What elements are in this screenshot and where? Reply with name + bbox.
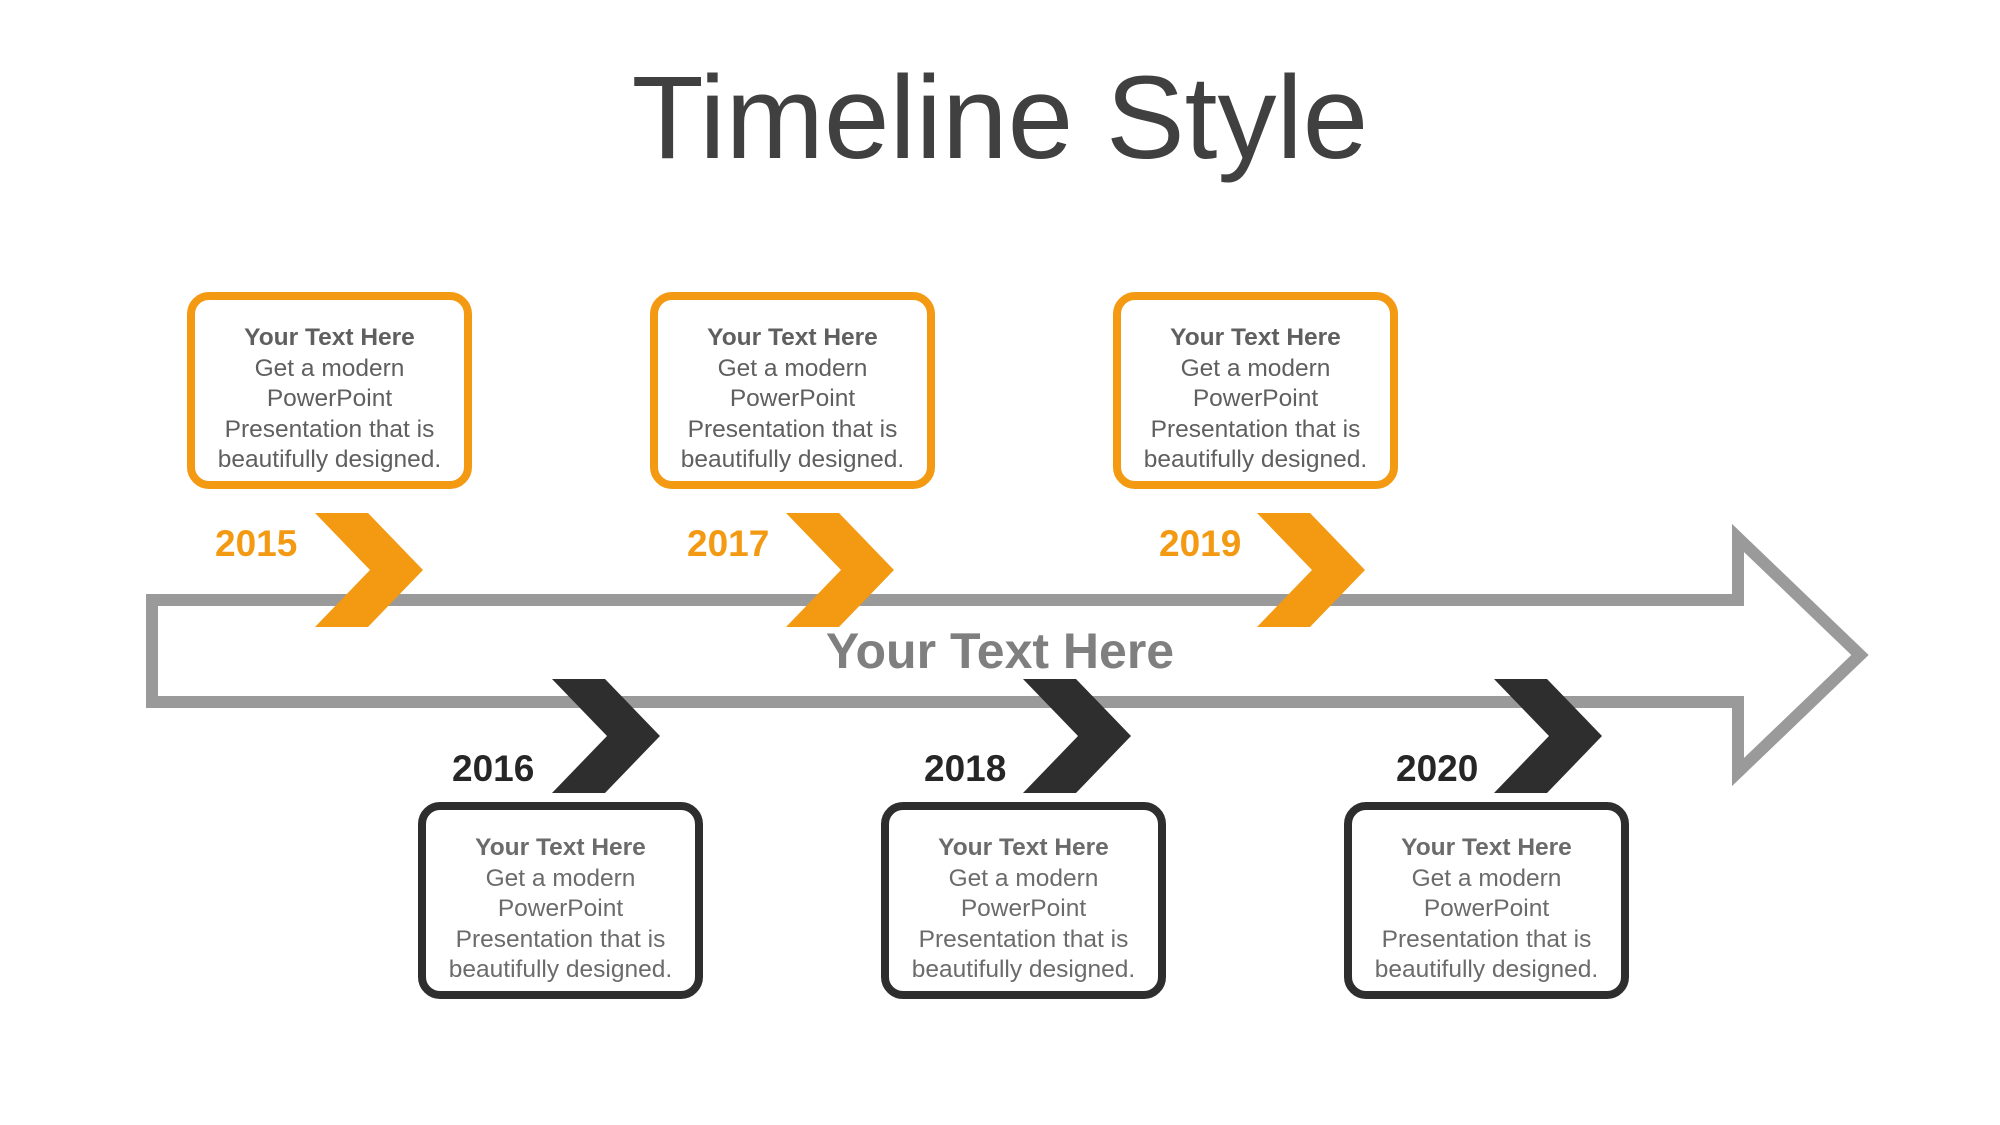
milestone-heading: Your Text Here: [1401, 834, 1572, 861]
milestone-box-2020: Your Text Here Get a modern PowerPoint P…: [1344, 802, 1629, 999]
milestone-description: Get a modern PowerPoint Presentation tha…: [911, 864, 1136, 984]
milestone-box-2016: Your Text Here Get a modern PowerPoint P…: [418, 802, 703, 999]
chevron-2015-icon: [315, 513, 423, 627]
year-label-2015: 2015: [215, 523, 298, 564]
milestone-description: Get a modern PowerPoint Presentation tha…: [1374, 864, 1599, 984]
year-label-2016: 2016: [452, 748, 535, 789]
chevron-2017-icon: [786, 513, 894, 627]
milestone-description: Get a modern PowerPoint Presentation tha…: [448, 864, 673, 984]
milestone-heading: Your Text Here: [707, 324, 878, 351]
year-label-2017: 2017: [687, 523, 770, 564]
milestone-description: Get a modern PowerPoint Presentation tha…: [1143, 354, 1368, 474]
chevron-2018-icon: [1023, 679, 1131, 793]
timeline-center-label: Your Text Here: [825, 623, 1175, 679]
milestone-description: Get a modern PowerPoint Presentation tha…: [680, 354, 905, 474]
chevron-2020-icon: [1494, 679, 1602, 793]
milestone-heading: Your Text Here: [244, 324, 415, 351]
chevron-2016-icon: [552, 679, 660, 793]
year-label-2020: 2020: [1396, 748, 1479, 789]
year-label-2019: 2019: [1159, 523, 1242, 564]
milestone-heading: Your Text Here: [1170, 324, 1341, 351]
milestone-box-2015: Your Text Here Get a modern PowerPoint P…: [187, 292, 472, 489]
milestone-box-2019: Your Text Here Get a modern PowerPoint P…: [1113, 292, 1398, 489]
milestone-heading: Your Text Here: [938, 834, 1109, 861]
chevron-2019-icon: [1257, 513, 1365, 627]
milestone-heading: Your Text Here: [475, 834, 646, 861]
timeline-arrow: [146, 523, 1869, 787]
milestone-box-2018: Your Text Here Get a modern PowerPoint P…: [881, 802, 1166, 999]
year-label-2018: 2018: [924, 748, 1007, 789]
slide-title: Timeline Style: [631, 52, 1369, 184]
milestone-box-2017: Your Text Here Get a modern PowerPoint P…: [650, 292, 935, 489]
milestone-description: Get a modern PowerPoint Presentation tha…: [217, 354, 442, 474]
